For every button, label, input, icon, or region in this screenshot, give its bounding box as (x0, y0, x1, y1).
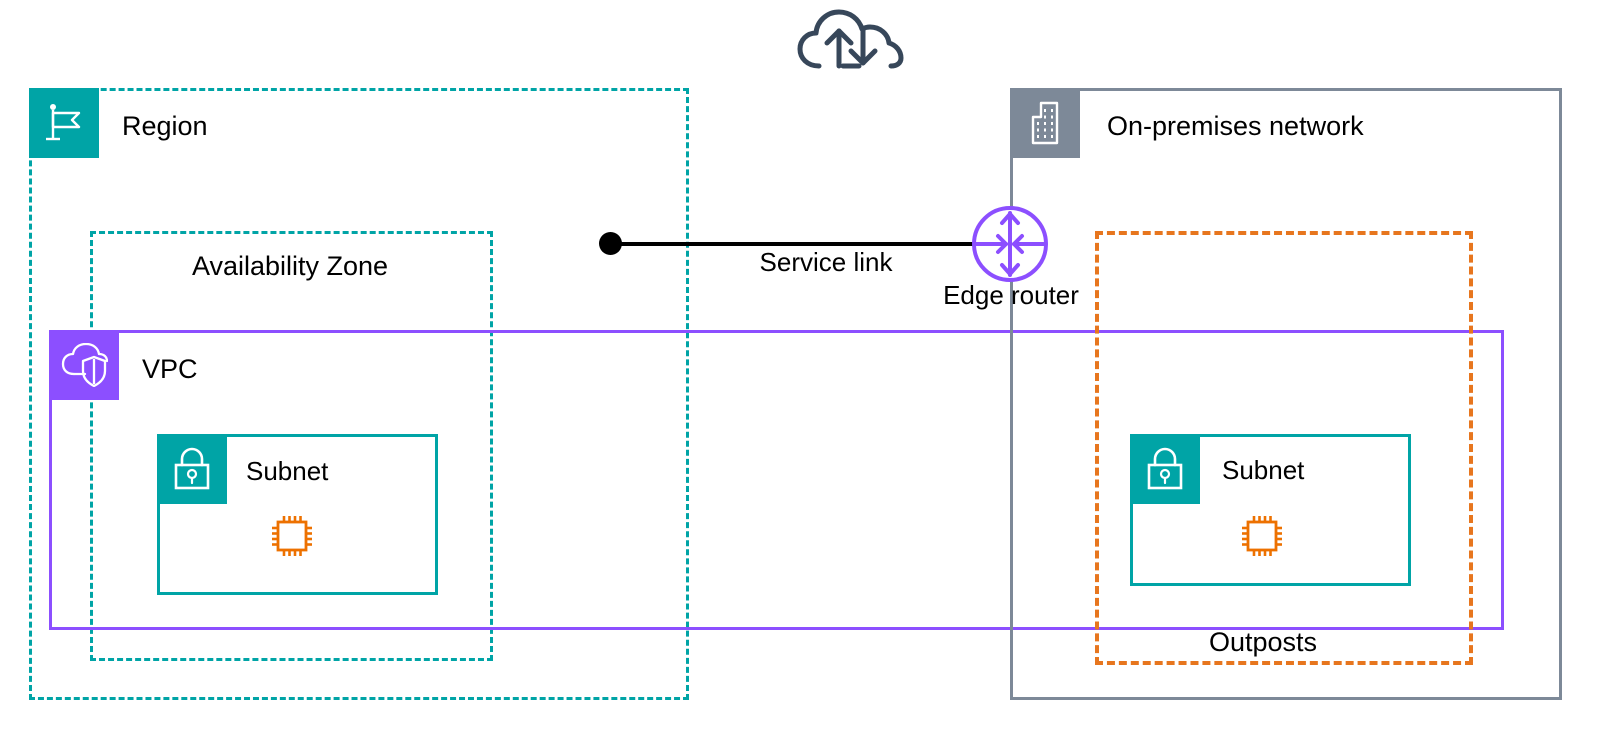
edge-router-icon (970, 204, 1050, 284)
availability-zone-label: Availability Zone (191, 251, 389, 281)
subnet-label-outposts: Subnet (1222, 455, 1305, 485)
subnet-lock-icon (157, 434, 227, 504)
ec2-instance-chip-icon-glyph (1242, 516, 1282, 556)
subnet-lock-icon-glyph (1147, 447, 1183, 490)
cloud-transfer-icon-glyph (797, 9, 904, 69)
outposts-label: Outposts (1208, 627, 1318, 657)
ec2-instance-chip-icon (1238, 512, 1286, 560)
edge-router-label: Edge router (943, 280, 1079, 310)
vpc-cloud-shield-icon-glyph (61, 343, 108, 387)
service-link-endpoint-dot (599, 232, 622, 255)
ec2-instance-chip-icon (268, 512, 316, 560)
subnet-lock-icon-glyph (174, 447, 210, 490)
vpc-boundary (49, 330, 1504, 630)
region-boundary (29, 88, 689, 700)
corporate-building-icon-glyph (1031, 101, 1059, 145)
region-flag-icon (29, 88, 99, 158)
outposts-boundary (1095, 231, 1473, 665)
subnet-boundary-region (157, 434, 438, 595)
availability-zone-boundary (90, 231, 493, 661)
subnet-lock-icon (1130, 434, 1200, 504)
subnet-label-region: Subnet (246, 456, 329, 486)
region-label: Region (122, 111, 208, 141)
on-premises-label: On-premises network (1107, 111, 1364, 141)
service-link-line (620, 242, 975, 246)
corporate-building-icon (1010, 88, 1080, 158)
subnet-boundary-outposts (1130, 434, 1411, 586)
vpc-cloud-shield-icon (49, 330, 119, 400)
on-premises-boundary (1010, 88, 1562, 700)
region-flag-icon-glyph (46, 104, 81, 141)
vpc-label: VPC (142, 354, 198, 384)
service-link-label: Service link (759, 247, 893, 277)
cloud-transfer-icon (795, 8, 905, 78)
edge-router-icon-glyph (972, 206, 1048, 282)
ec2-instance-chip-icon-glyph (272, 516, 312, 556)
